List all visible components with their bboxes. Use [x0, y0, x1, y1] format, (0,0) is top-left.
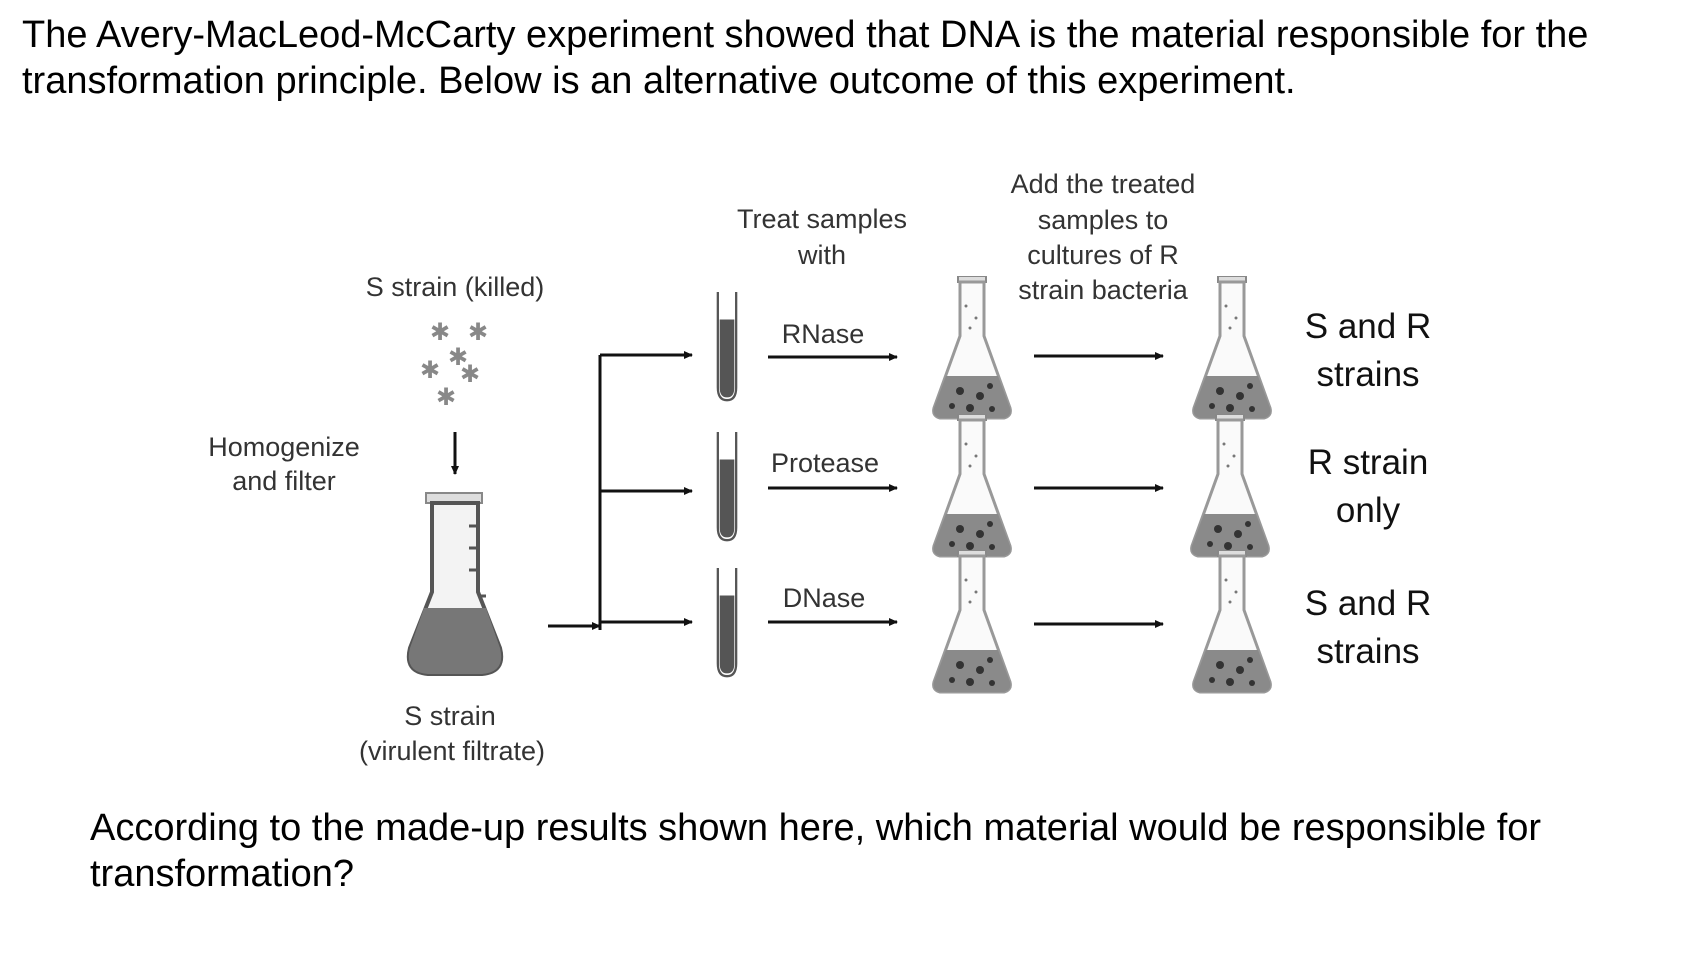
- test-tube-icon: [716, 292, 738, 402]
- s-strain-label-line1: S strain: [404, 701, 496, 731]
- test-tube-icon: [716, 568, 738, 678]
- homogenize-label-line2: and filter: [232, 466, 336, 496]
- svg-text:✱: ✱: [430, 319, 450, 346]
- add-treated-label-line3: cultures of R: [1027, 240, 1179, 270]
- treatment-label-protease: Protease: [771, 448, 879, 478]
- result-flask-icon: [1190, 414, 1270, 558]
- question-text: According to the made-up results shown h…: [90, 807, 1542, 895]
- killed-bacteria-icon: ✱ ✱ ✱ ✱ ✱ ✱: [420, 319, 488, 411]
- s-strain-killed-label: S strain (killed): [366, 272, 545, 302]
- culture-flask-icon: [932, 414, 1012, 558]
- s-strain-label-line2: (virulent filtrate): [359, 736, 545, 766]
- result-label-row3-line1: S and R: [1305, 584, 1431, 623]
- svg-text:✱: ✱: [468, 319, 488, 346]
- branch-connector: [548, 351, 693, 630]
- large-flask-icon: [406, 492, 504, 676]
- intro-text: The Avery-MacLeod-McCarty experiment sho…: [22, 14, 1589, 102]
- treatment-label-rnase: RNase: [782, 319, 865, 349]
- svg-text:✱: ✱: [436, 384, 456, 411]
- result-label-row2-line2: only: [1336, 491, 1401, 530]
- result-label-row3-line2: strains: [1316, 632, 1419, 671]
- result-label-row2-line1: R strain: [1308, 443, 1429, 482]
- result-flask-icon: [1192, 550, 1272, 694]
- result-label-row1-line2: strains: [1316, 355, 1419, 394]
- treatment-label-dnase: DNase: [783, 583, 866, 613]
- add-treated-label-line1: Add the treated: [1011, 169, 1196, 199]
- add-treated-label-line2: samples to: [1038, 205, 1169, 235]
- culture-flask-icon: [932, 550, 1012, 694]
- test-tube-icon: [716, 432, 738, 542]
- homogenize-label-line1: Homogenize: [208, 432, 360, 462]
- svg-text:✱: ✱: [420, 357, 440, 384]
- add-treated-label-line4: strain bacteria: [1018, 275, 1189, 305]
- culture-flask-icon: [932, 276, 1012, 420]
- result-label-row1-line1: S and R: [1305, 307, 1431, 346]
- svg-text:✱: ✱: [448, 344, 468, 371]
- treat-samples-label-line1: Treat samples: [737, 204, 907, 234]
- treat-samples-label-line2: with: [797, 240, 846, 270]
- svg-text:✱: ✱: [460, 361, 480, 388]
- result-flask-icon: [1192, 276, 1272, 420]
